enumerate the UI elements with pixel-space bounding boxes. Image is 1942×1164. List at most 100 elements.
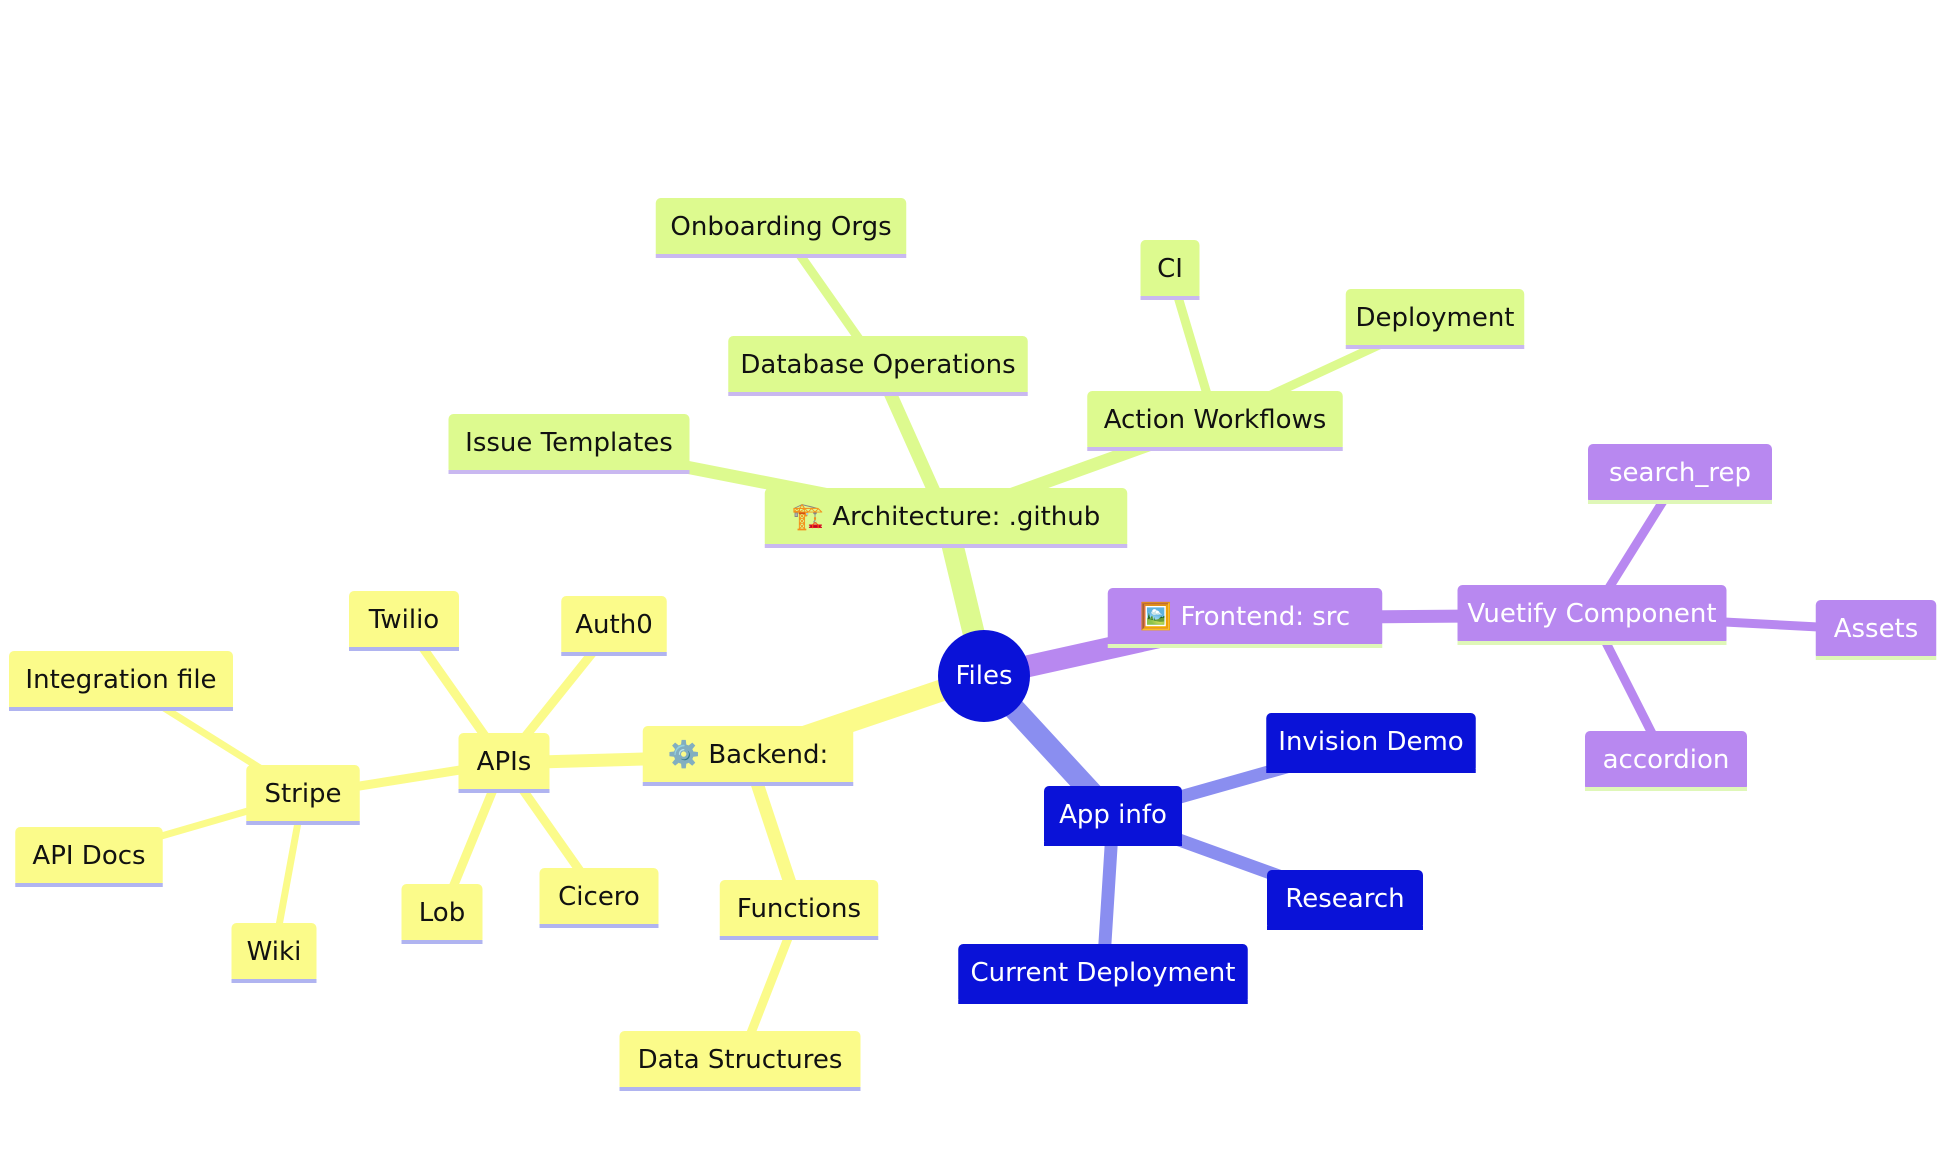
- node-underline: [539, 924, 659, 928]
- node-label: Cicero: [558, 882, 640, 912]
- node-label: Action Workflows: [1104, 405, 1327, 435]
- node-frontend-src[interactable]: 🖼️ Frontend: src: [1107, 588, 1383, 648]
- node-underline: [764, 544, 1128, 548]
- node-functions[interactable]: Functions: [719, 880, 879, 940]
- node-text: accordion: [1603, 745, 1730, 775]
- node-label: Database Operations: [740, 350, 1015, 380]
- node-label: Current Deployment: [971, 958, 1236, 988]
- node-underline: [9, 707, 233, 711]
- node-text: Data Structures: [638, 1045, 843, 1075]
- node-apis[interactable]: APIs: [458, 733, 550, 793]
- node-app-info[interactable]: App info: [1044, 786, 1182, 846]
- node-box: [561, 596, 667, 656]
- node-label: Onboarding Orgs: [670, 212, 891, 242]
- node-box: [1457, 585, 1727, 645]
- node-text: Functions: [737, 894, 861, 924]
- node-research[interactable]: Research: [1267, 870, 1423, 930]
- node-data-structures[interactable]: Data Structures: [619, 1031, 861, 1091]
- node-label: Research: [1285, 884, 1404, 914]
- node-box: [619, 1031, 861, 1091]
- node-architecture-github[interactable]: 🏗️ Architecture: .github: [764, 488, 1128, 548]
- branch-icon: 🏗️: [792, 502, 833, 532]
- node-box: [1267, 870, 1423, 930]
- node-box: [1044, 786, 1182, 846]
- node-underline: [231, 979, 317, 983]
- node-underline: [719, 936, 879, 940]
- node-underline: [349, 647, 459, 651]
- node-label: Auth0: [575, 610, 652, 640]
- node-text: Cicero: [558, 882, 640, 912]
- root-circle: [938, 630, 1030, 722]
- node-underline: [15, 883, 163, 887]
- root-label: Files: [955, 661, 1012, 691]
- node-accordion[interactable]: accordion: [1585, 731, 1747, 791]
- node-box: [1815, 600, 1937, 660]
- node-underline: [958, 1000, 1248, 1004]
- node-label: Deployment: [1355, 303, 1514, 333]
- node-label: Assets: [1834, 614, 1919, 644]
- node-label: API Docs: [32, 841, 145, 871]
- node-box: [349, 591, 459, 651]
- node-label: APIs: [477, 747, 532, 777]
- node-text: Stripe: [264, 779, 341, 809]
- node-assets[interactable]: Assets: [1815, 600, 1937, 660]
- node-underline: [1815, 656, 1937, 660]
- node-text: Invision Demo: [1278, 727, 1463, 757]
- node-onboarding-orgs[interactable]: Onboarding Orgs: [655, 198, 907, 258]
- node-underline: [1140, 296, 1200, 300]
- node-issue-templates[interactable]: Issue Templates: [448, 414, 690, 474]
- node-box: [539, 868, 659, 928]
- node-label: CI: [1157, 254, 1183, 284]
- node-api-docs[interactable]: API Docs: [15, 827, 163, 887]
- node-box: [401, 884, 483, 944]
- node-stripe[interactable]: Stripe: [246, 765, 360, 825]
- node-current-deployment[interactable]: Current Deployment: [958, 944, 1248, 1004]
- node-box: [1087, 391, 1343, 451]
- node-underline: [246, 821, 360, 825]
- node-box: [448, 414, 690, 474]
- node-box: [9, 651, 233, 711]
- node-underline: [458, 789, 550, 793]
- node-auth0[interactable]: Auth0: [561, 596, 667, 656]
- node-search-rep[interactable]: search_rep: [1588, 444, 1772, 504]
- node-action-workflows[interactable]: Action Workflows: [1087, 391, 1343, 451]
- node-underline: [728, 392, 1028, 396]
- node-underline: [448, 470, 690, 474]
- node-vuetify-component[interactable]: Vuetify Component: [1457, 585, 1727, 645]
- node-box: [15, 827, 163, 887]
- node-text: Vuetify Component: [1467, 599, 1716, 629]
- node-box: [1585, 731, 1747, 791]
- node-label: Vuetify Component: [1467, 599, 1716, 629]
- node-integration-file[interactable]: Integration file: [9, 651, 233, 711]
- node-twilio[interactable]: Twilio: [349, 591, 459, 651]
- node-label: Functions: [737, 894, 861, 924]
- node-underline: [655, 254, 907, 258]
- node-ci[interactable]: CI: [1140, 240, 1200, 300]
- node-text: Assets: [1834, 614, 1919, 644]
- node-cicero[interactable]: Cicero: [539, 868, 659, 928]
- node-label: Invision Demo: [1278, 727, 1463, 757]
- node-database-operations[interactable]: Database Operations: [728, 336, 1028, 396]
- node-underline: [1588, 500, 1772, 504]
- node-box: [1266, 713, 1476, 773]
- node-text: Frontend: src: [1180, 602, 1350, 632]
- node-underline: [561, 652, 667, 656]
- node-backend[interactable]: ⚙️ Backend:: [642, 726, 854, 786]
- node-deployment[interactable]: Deployment: [1345, 289, 1525, 349]
- node-label: Issue Templates: [465, 428, 673, 458]
- node-wiki[interactable]: Wiki: [231, 923, 317, 983]
- node-text: CI: [1157, 254, 1183, 284]
- root-node[interactable]: Files: [938, 630, 1030, 722]
- node-lob[interactable]: Lob: [401, 884, 483, 944]
- node-underline: [1087, 447, 1343, 451]
- node-text: Integration file: [25, 665, 216, 695]
- node-underline: [1457, 641, 1727, 645]
- node-box: [1107, 588, 1383, 648]
- node-box: [719, 880, 879, 940]
- node-label: App info: [1059, 800, 1167, 830]
- node-label: accordion: [1603, 745, 1730, 775]
- node-invision-demo[interactable]: Invision Demo: [1266, 713, 1476, 773]
- node-box: [958, 944, 1248, 1004]
- node-text: Lob: [419, 898, 465, 928]
